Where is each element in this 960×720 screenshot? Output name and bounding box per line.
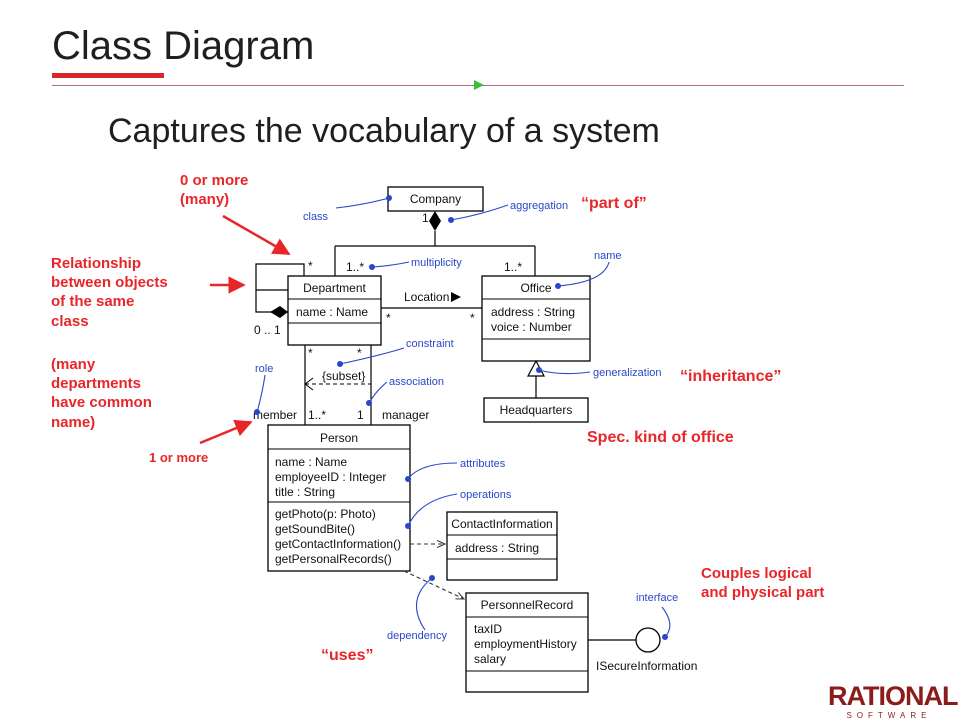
note-line: between objects <box>51 274 168 292</box>
note-spec-kind: Spec. kind of office <box>587 429 734 446</box>
ann-association: association <box>389 376 444 388</box>
note-line: have common <box>51 394 152 412</box>
mult-office-one-many: 1..* <box>504 260 522 274</box>
ann-class: class <box>303 211 329 223</box>
ann-attributes: attributes <box>460 458 506 470</box>
class-person-op: getPersonalRecords() <box>275 552 392 566</box>
slide-title: Class Diagram <box>52 24 315 68</box>
class-person-attr: title : String <box>275 485 335 499</box>
mult-sub-star-right: * <box>357 346 362 360</box>
role-manager: manager <box>382 408 429 422</box>
ann-multiplicity: multiplicity <box>411 257 462 269</box>
class-contact-information: ContactInformation address : String <box>446 511 558 581</box>
self-association-department <box>255 263 305 318</box>
class-person-op: getPhoto(p: Photo) <box>275 507 376 521</box>
note-relationship: Relationship between objects of the same… <box>51 254 168 331</box>
class-headquarters-name: Headquarters <box>500 403 573 417</box>
note-line: name) <box>51 413 96 431</box>
note-line: 0 or more <box>180 172 249 189</box>
note-part-of: “part of” <box>581 195 647 212</box>
mult-self-zero-one: 0 .. 1 <box>254 323 281 337</box>
note-inheritance: “inheritance” <box>680 368 782 385</box>
class-headquarters: Headquarters <box>483 397 589 423</box>
generalization-headquarters <box>527 359 545 398</box>
mult-sub-star-left: * <box>308 346 313 360</box>
note-line: and physical part <box>701 584 825 602</box>
slide-marker-icon <box>474 80 484 90</box>
logo-sub: SOFTWARE <box>846 711 932 720</box>
class-department-attr: name : Name <box>296 305 368 319</box>
interface-lollipop: ISecureInformation <box>588 627 697 673</box>
mult-member-many: 1..* <box>308 408 326 422</box>
class-personnel-record: PersonnelRecord taxID employmentHistory … <box>465 592 589 693</box>
note-line: departments <box>51 375 142 393</box>
class-personnel-name: PersonnelRecord <box>481 598 574 612</box>
class-person: Person name : Name employeeID : Integer … <box>267 424 411 572</box>
mult-dept-one-many: 1..* <box>346 260 364 274</box>
class-contact-name: ContactInformation <box>451 517 552 531</box>
ann-constraint: constraint <box>406 338 454 350</box>
class-office-name: Office <box>520 281 551 295</box>
ann-aggregation: aggregation <box>510 200 568 212</box>
red-arrows <box>199 214 291 445</box>
association-location-label: Location <box>404 290 449 304</box>
class-person-attr: employeeID : Integer <box>275 470 386 484</box>
ann-operations: operations <box>460 489 512 501</box>
class-personnel-attr: taxID <box>474 622 502 636</box>
note-one-or-more: 1 or more <box>149 450 209 465</box>
rational-logo: RATIONAL SOFTWARE <box>828 681 958 720</box>
class-personnel-attr: employmentHistory <box>474 637 577 651</box>
note-couples: Couples logical and physical part <box>701 564 824 602</box>
note-line: class <box>51 312 89 330</box>
ann-role: role <box>255 363 273 375</box>
class-person-attr: name : Name <box>275 455 347 469</box>
class-person-op: getSoundBite() <box>275 522 355 536</box>
note-line: Couples logical <box>701 565 812 582</box>
mult-star-dept-top: * <box>308 259 313 273</box>
class-office-attr: address : String <box>491 305 575 319</box>
aggregation-company <box>334 211 536 276</box>
note-line: (many) <box>180 191 230 209</box>
title-underline <box>52 73 164 78</box>
logo-main: RATIONAL <box>828 681 958 711</box>
ann-interface: interface <box>636 592 678 604</box>
note-line: (many <box>51 356 96 373</box>
ann-dependency: dependency <box>387 630 447 642</box>
association-member: {subset} <box>304 345 372 425</box>
note-zero-or-more: 0 or more (many) <box>180 171 248 209</box>
association-location: Location <box>381 290 482 309</box>
note-many-departments: (many departments have common name) <box>51 355 152 432</box>
class-office-attr: voice : Number <box>491 320 572 334</box>
mult-star-loc-right: * <box>470 311 475 325</box>
note-uses: “uses” <box>321 647 374 664</box>
class-department: Department name : Name <box>287 275 382 346</box>
class-person-op: getContactInformation() <box>275 537 401 551</box>
class-personnel-attr: salary <box>474 652 506 666</box>
ann-generalization: generalization <box>593 367 662 379</box>
mult-company-one: 1 <box>422 211 429 225</box>
ann-name: name <box>594 250 622 262</box>
annotation-dots <box>254 195 668 640</box>
class-person-name: Person <box>320 431 358 445</box>
subset-constraint: {subset} <box>322 369 365 383</box>
mult-star-loc-left: * <box>386 311 391 325</box>
class-department-name: Department <box>303 281 366 295</box>
interface-name: ISecureInformation <box>596 659 697 673</box>
mult-manager-one: 1 <box>357 408 364 422</box>
note-line: Relationship <box>51 255 142 272</box>
note-line: of the same <box>51 293 135 311</box>
class-office: Office address : String voice : Number <box>481 275 591 362</box>
slide-subtitle: Captures the vocabulary of a system <box>108 112 660 150</box>
class-company: Company <box>387 186 484 212</box>
class-contact-attr: address : String <box>455 541 539 555</box>
role-member: member <box>253 408 297 422</box>
class-company-name: Company <box>410 192 461 206</box>
